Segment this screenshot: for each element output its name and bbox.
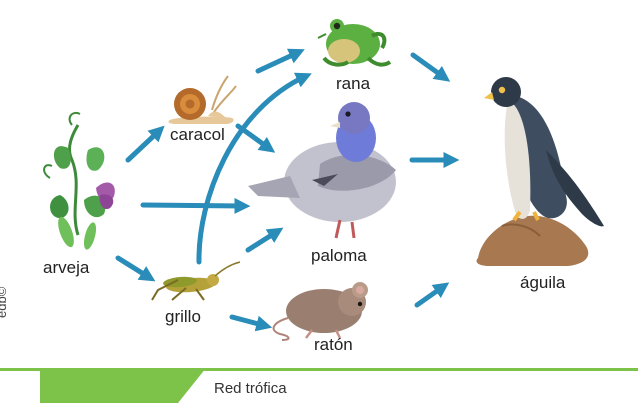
arrow-caracol-rana	[258, 52, 299, 71]
caption: Red trófica	[214, 380, 287, 397]
label-grillo: grillo	[165, 307, 201, 327]
snail-icon	[168, 76, 236, 124]
label-arveja: arveja	[43, 258, 89, 278]
arrow-arveja-paloma	[143, 205, 244, 206]
label-aguila: águila	[520, 273, 565, 293]
caption-bar	[0, 368, 638, 403]
mouse-icon	[274, 282, 368, 340]
arrow-raton-aguila	[417, 286, 444, 305]
label-raton: ratón	[314, 335, 353, 355]
arrow-arveja-caracol	[128, 130, 160, 160]
arrow-arveja-grillo	[118, 258, 150, 278]
arrow-grillo-raton	[232, 317, 266, 326]
pigeon-icon	[248, 102, 396, 238]
label-caracol: caracol	[170, 125, 225, 145]
cricket-icon	[152, 262, 240, 300]
credit: edb©	[0, 287, 9, 318]
label-paloma: paloma	[311, 246, 367, 266]
arrow-rana-aguila	[413, 55, 445, 78]
pea-plant-icon	[44, 113, 115, 251]
eagle-icon	[477, 77, 605, 266]
label-rana: rana	[336, 74, 370, 94]
frog-icon	[318, 19, 390, 65]
arrow-grillo-paloma	[248, 231, 278, 250]
